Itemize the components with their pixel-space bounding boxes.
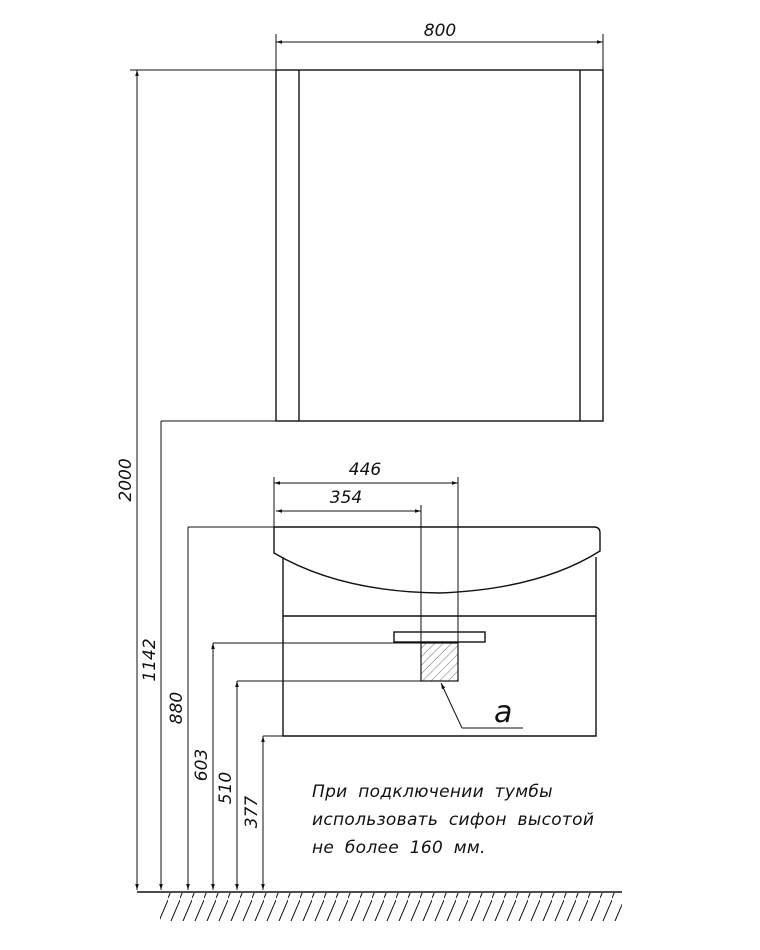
siphon-zone: [420, 642, 459, 682]
callout-a: a: [440, 682, 523, 730]
dim-377: 377: [242, 796, 262, 829]
drain-offset-dimensions: 446 354: [273, 460, 459, 643]
cabinet: [282, 557, 597, 737]
dim-1142: 1142: [140, 638, 160, 681]
note-line-2: использовать сифон высотой: [312, 810, 595, 830]
dim-800: 800: [424, 21, 456, 41]
dim-446: 446: [349, 460, 382, 480]
mirror: [275, 69, 604, 422]
drain-plate: [393, 631, 486, 643]
callout-label: a: [494, 695, 512, 730]
dim-2000: 2000: [116, 458, 136, 501]
height-dimensions: 2000 1142 880 603 510 377: [116, 69, 421, 890]
dim-880: 880: [167, 692, 187, 724]
dim-510: 510: [216, 772, 236, 804]
note-line-1: При подключении тумбы: [312, 782, 553, 802]
dim-354: 354: [330, 488, 362, 508]
basin: [273, 526, 601, 594]
mirror-width-dimension: 800: [275, 21, 604, 70]
floor: [137, 891, 622, 921]
dim-603: 603: [192, 749, 212, 781]
note-line-3: не более 160 мм.: [312, 838, 486, 858]
